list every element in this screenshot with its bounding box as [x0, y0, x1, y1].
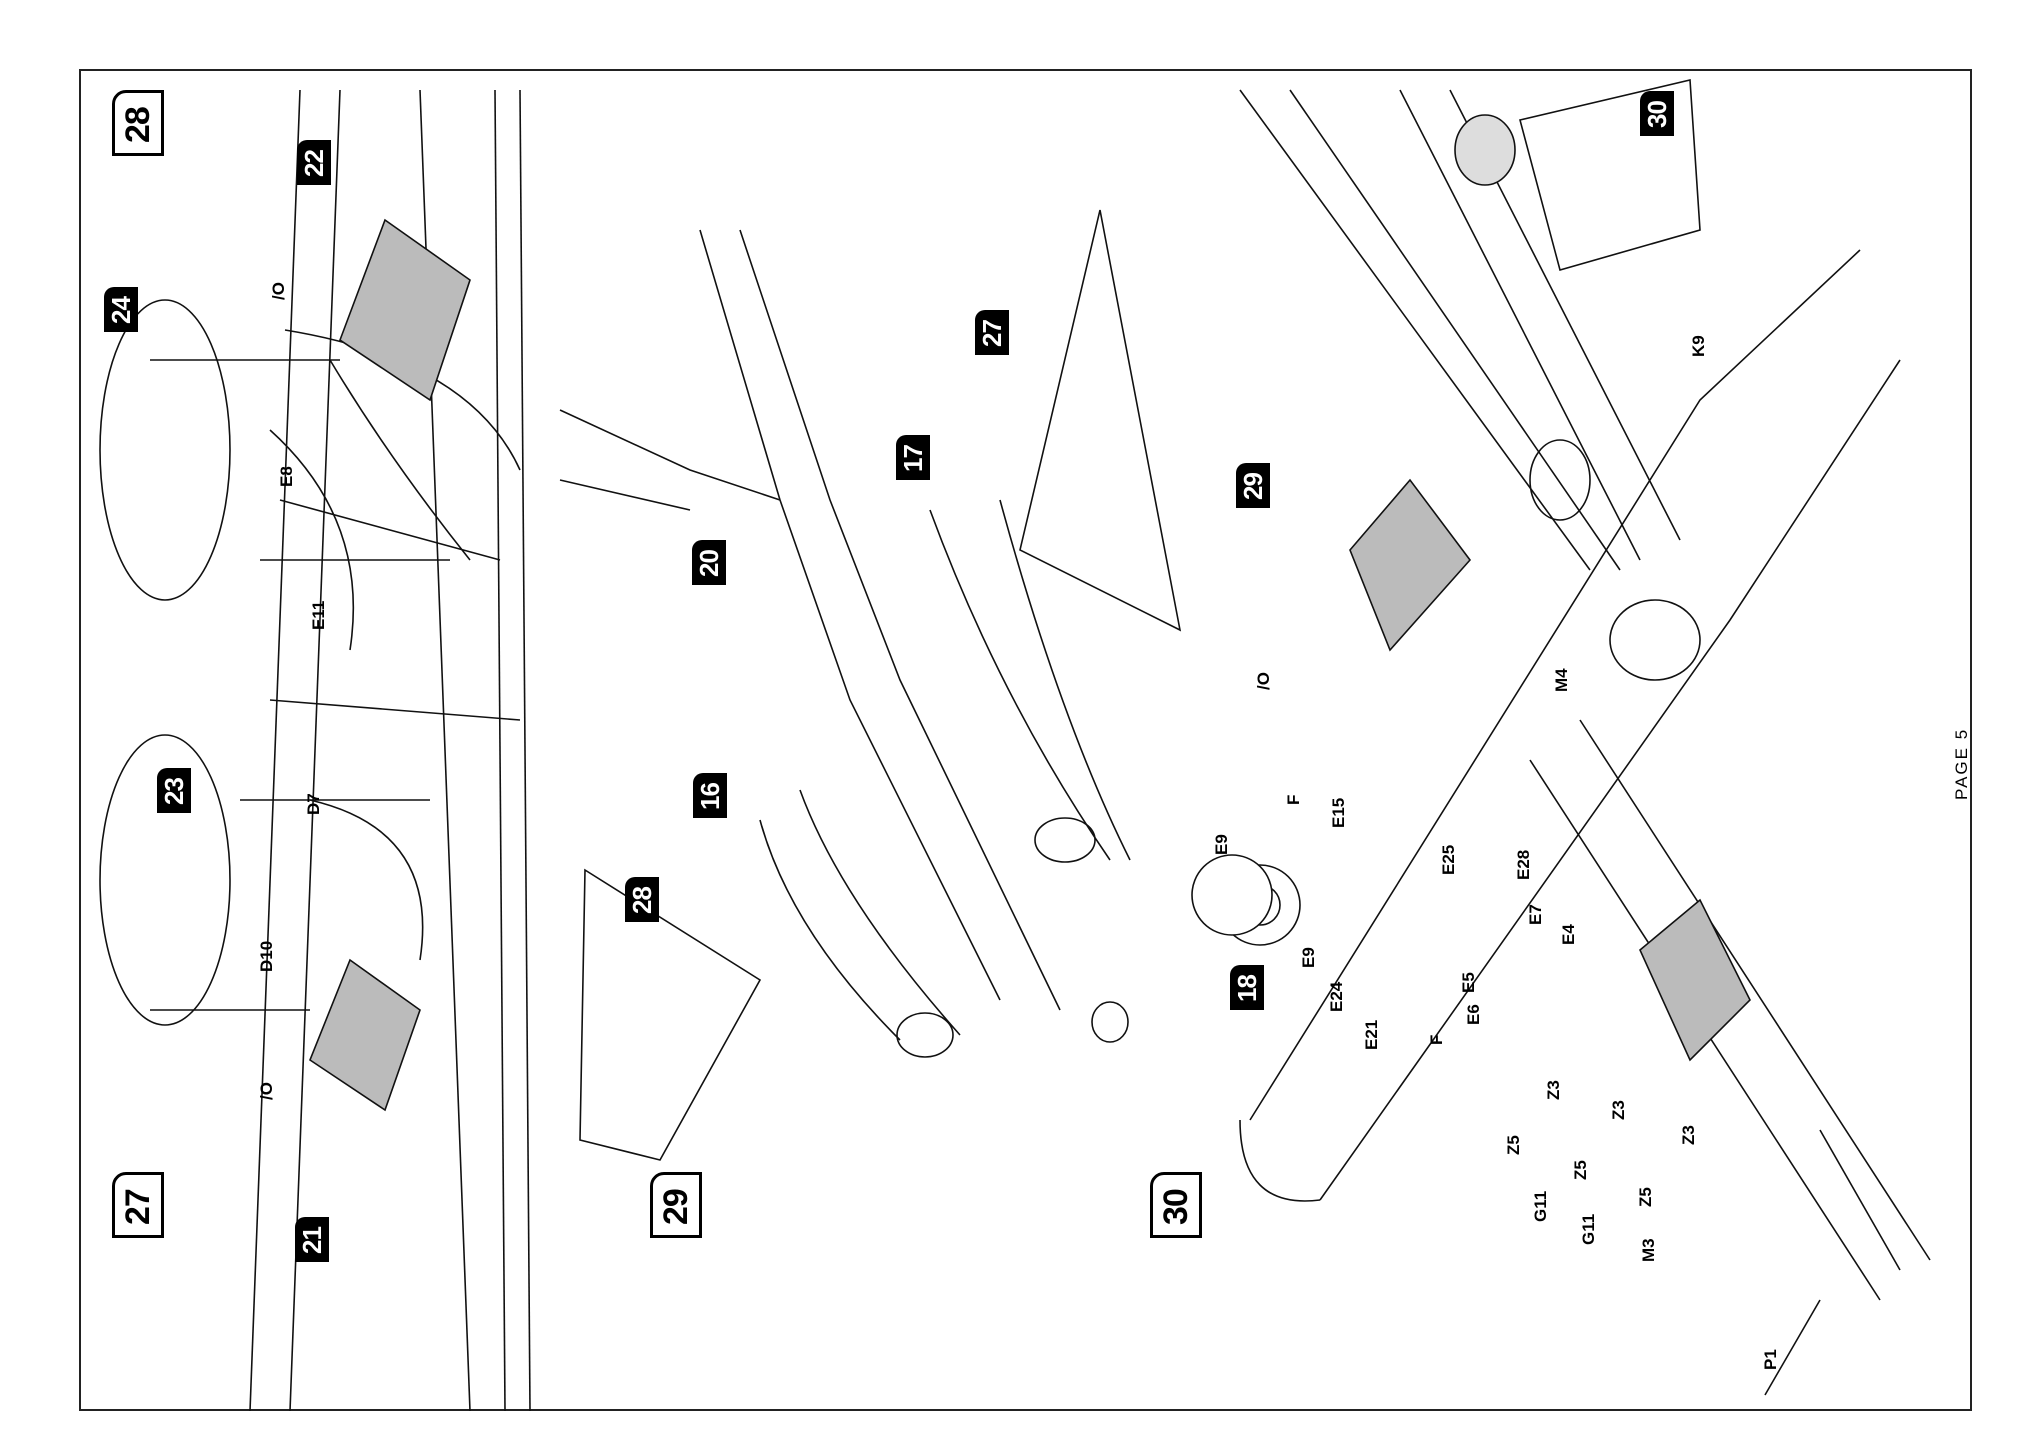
substep-18: 18	[1230, 965, 1264, 1010]
part-label-e28: E28	[1514, 849, 1533, 880]
nacelle-step28	[99, 299, 471, 651]
substep-23: 23	[157, 768, 191, 813]
step-marker-30: 30	[1150, 1172, 1202, 1238]
aircraft-illustration-step30	[1191, 89, 1931, 1301]
part-label-e8: E8	[277, 466, 296, 487]
substep-20: 20	[692, 540, 726, 585]
page-frame	[79, 69, 1972, 1411]
step-marker-28: 28	[112, 90, 164, 156]
part-label-g11a: G11	[1531, 1190, 1550, 1222]
part-label-z3c: Z3	[1679, 1125, 1698, 1145]
part-label-e11: E11	[309, 600, 328, 630]
part-label-e25: E25	[1439, 844, 1458, 875]
wheel-well-step28	[339, 218, 471, 402]
part-label-e7: E7	[1526, 904, 1545, 925]
wing-illustration-step28	[249, 89, 531, 1412]
part-label-m4: M4	[1552, 668, 1571, 692]
step-marker-27: 27	[112, 1172, 164, 1238]
wheel-well-step27	[309, 958, 421, 1112]
substep-27-wing: 27	[975, 310, 1009, 355]
part-label-z3a: Z3	[1544, 1080, 1563, 1100]
nacelle-step27	[99, 734, 430, 1026]
nose-gear-inset	[1454, 79, 1701, 271]
part-label-d7: D7	[304, 793, 323, 815]
aircraft-illustration-step29	[559, 209, 1182, 1161]
part-label-e6: E6	[1464, 1004, 1483, 1025]
substep-21: 21	[295, 1217, 329, 1262]
part-label-e9: E9	[1212, 834, 1231, 855]
part-label-f2: F	[1427, 1034, 1446, 1045]
part-label-e4: E4	[1559, 924, 1578, 945]
part-label-p1: P1	[1761, 1349, 1780, 1370]
part-label-o: /O	[257, 1082, 276, 1100]
part-label-z5c: Z5	[1636, 1187, 1655, 1207]
part-label-m3: M3	[1639, 1238, 1658, 1262]
part-label-z3b: Z3	[1609, 1100, 1628, 1120]
substep-16: 16	[693, 773, 727, 818]
substep-28-wing: 28	[625, 877, 659, 922]
substep-17: 17	[896, 435, 930, 480]
part-label-f: F	[1284, 794, 1303, 805]
part-label-e5: E5	[1459, 972, 1478, 993]
part-label-z5b: Z5	[1571, 1160, 1590, 1180]
part-label-e21: E21	[1362, 1019, 1381, 1050]
page-number: PAGE 5	[1952, 727, 1971, 800]
part-label-g11b: G11	[1579, 1213, 1598, 1245]
part-label-d10: D10	[257, 940, 276, 972]
part-label-k9: K9	[1689, 335, 1708, 357]
step-marker-29: 29	[650, 1172, 702, 1238]
part-label-z5a: Z5	[1504, 1135, 1523, 1155]
pitot-part	[1764, 1299, 1821, 1396]
part-label-e24: E24	[1327, 981, 1346, 1012]
part-label-e15: E15	[1329, 797, 1348, 828]
wheel-well-step30	[1349, 478, 1751, 1062]
substep-24: 24	[104, 287, 138, 332]
part-label-o-30: /O	[1254, 672, 1273, 690]
part-label-o: /O	[269, 282, 288, 300]
step-marker-30-inset: 30	[1640, 91, 1674, 136]
substep-29: 29	[1236, 463, 1270, 508]
part-label-e9b: E9	[1299, 947, 1318, 968]
substep-22: 22	[297, 140, 331, 185]
